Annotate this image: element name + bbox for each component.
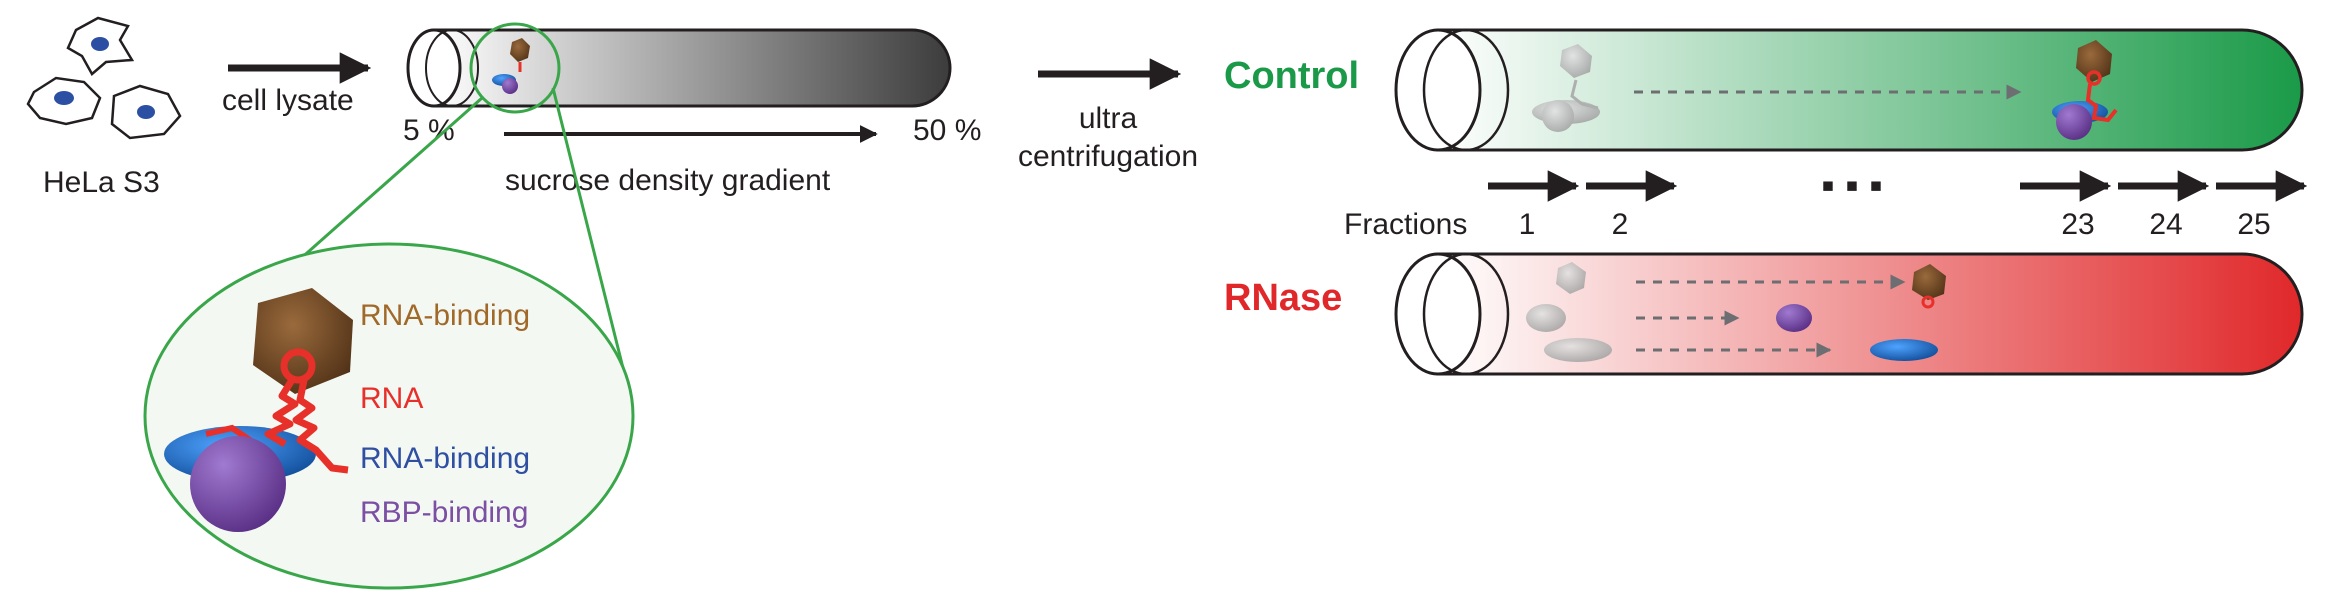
ultra-label: ultra xyxy=(1079,102,1138,135)
fraction-1-label: 1 xyxy=(1519,208,1536,241)
legend-ball-label: RBP-binding xyxy=(360,496,528,529)
legend: RNA-binding RNA RNA-binding RBP-binding xyxy=(360,299,530,529)
rnase-ghost-components-icon xyxy=(1526,262,1612,362)
gradient-tube xyxy=(406,28,952,108)
rnase-disc-icon xyxy=(1870,339,1938,361)
legend-rna-label: RNA xyxy=(360,382,423,415)
fraction-2-label: 2 xyxy=(1612,208,1629,241)
legend-hexagon-label: RNA-binding xyxy=(360,299,530,332)
rnase-tube xyxy=(1394,252,2304,376)
rbp-complex-icon xyxy=(164,288,353,532)
fraction-25-label: 25 xyxy=(2237,208,2270,241)
cell-lysate-label: cell lysate xyxy=(222,84,354,117)
rnase-label: RNase xyxy=(1224,277,1342,319)
legend-disc-label: RNA-binding xyxy=(360,442,530,475)
fractions-ellipsis: ▪ ▪ ▪ xyxy=(1821,165,1883,207)
hela-label: HeLa S3 xyxy=(43,166,160,199)
control-complex-ghost-icon xyxy=(1532,44,1600,132)
rnase-ball-icon xyxy=(1776,304,1812,332)
control-tube xyxy=(1394,28,2304,152)
gradient-label: sucrose density gradient xyxy=(505,164,831,197)
pct-high-label: 50 % xyxy=(913,114,981,147)
rnase-hexagon-icon xyxy=(1912,264,1946,309)
sample-in-tube-icon xyxy=(492,38,530,94)
fraction-23-label: 23 xyxy=(2061,208,2094,241)
fractions-label: Fractions xyxy=(1344,208,1467,241)
centrifugation-label: centrifugation xyxy=(1018,140,1198,173)
hela-cells-icon xyxy=(26,16,182,140)
control-label: Control xyxy=(1224,55,1359,97)
control-complex-icon xyxy=(2052,40,2118,140)
fraction-24-label: 24 xyxy=(2149,208,2182,241)
